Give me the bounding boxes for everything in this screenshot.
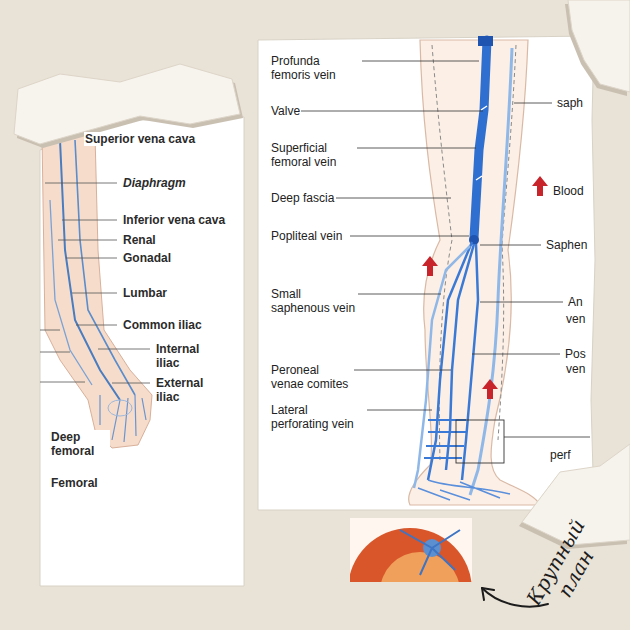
leader-lines-part (40, 382, 85, 383)
body-figure-part (50, 200, 92, 385)
handwritten-note: Крупный план (521, 512, 612, 623)
leader-lines-part (300, 111, 483, 112)
leg-figure-part (478, 36, 493, 46)
leg-figure-part (414, 246, 470, 488)
right-panel-part (258, 36, 595, 510)
leader-lines-part (472, 354, 560, 355)
cut-label: Pos (564, 347, 587, 361)
body-figure-part (60, 140, 120, 400)
leader-lines-part (40, 330, 60, 331)
vessel-label: Inferior vena cava (122, 213, 226, 227)
left-panel-part (40, 117, 244, 586)
vessel-label: Peroneal venae comites (270, 363, 354, 391)
flow-arrows (422, 176, 548, 399)
vessel-label: Femoral (50, 476, 99, 490)
vessel-label: Internal iliac (155, 342, 219, 370)
flow-arrows-part (532, 176, 548, 196)
leader-lines-part (336, 198, 451, 199)
cut-label: ven (565, 362, 586, 376)
leg-figure-part (424, 420, 466, 458)
leg-figure-part (432, 45, 452, 460)
vessel-label: Lateral perforating vein (270, 403, 367, 431)
leader-lines-part (514, 103, 552, 104)
cut-label: perf (549, 448, 572, 462)
cut-label: ven (565, 312, 586, 326)
leg-figure-part (409, 40, 540, 505)
leg-figure-part (474, 40, 487, 238)
leader-lines-part (480, 245, 541, 246)
pointer-arrow-part (482, 588, 494, 600)
vessel-label: Superficial femoral vein (270, 141, 357, 169)
leg-figure (409, 36, 540, 505)
cut-label: saph (556, 96, 584, 110)
structure-label: Valve (270, 104, 301, 118)
flow-arrows-part (422, 256, 438, 276)
vessel-label: Lumbar (122, 286, 168, 300)
structure-label: Diaphragm (122, 176, 187, 190)
vessel-label: Deep femoral (50, 430, 110, 458)
leader-lines-part (62, 220, 117, 221)
leader-lines-part (350, 236, 469, 237)
eye-fragment (350, 518, 472, 582)
torn-paper-part (568, 0, 630, 92)
flow-arrows-part (482, 379, 498, 399)
eye-fragment-part (380, 552, 460, 582)
vessel-label: Superior vena cava (84, 132, 196, 146)
leg-figure-part (462, 244, 478, 480)
leader-lines-part (480, 302, 563, 303)
leader-lines-part (76, 325, 117, 326)
body-figure-part (108, 400, 132, 416)
cut-label: An (567, 295, 584, 309)
leader-lines-part (504, 437, 590, 438)
vessel-label: External iliac (155, 376, 219, 404)
eye-fragment-part (350, 528, 472, 582)
leader-lines-part (45, 183, 117, 184)
vessel-label: Common iliac (122, 318, 203, 332)
leader-lines-part (72, 293, 117, 294)
torn-paper (565, 0, 630, 96)
torn-paper (14, 64, 243, 148)
leg-figure-part (418, 480, 510, 500)
leg-figure-part (446, 244, 474, 470)
leader-lines-part (58, 240, 117, 241)
vessel-label: Renal (122, 233, 157, 247)
leg-figure-part (476, 106, 487, 180)
leader-lines-part (112, 383, 150, 384)
eye-fragment-part (400, 530, 460, 575)
vessel-label: Gonadal (122, 251, 172, 265)
cut-label: Saphen (545, 238, 588, 252)
left-panel (40, 117, 244, 586)
leg-figure-part (456, 420, 504, 463)
leader-lines-part (66, 258, 117, 259)
cut-label: Blood (552, 184, 585, 198)
leader-lines-part (98, 349, 150, 350)
vessel-label: Profunda femoris vein (270, 54, 362, 82)
vessel-label: Small saphenous vein (270, 287, 358, 315)
leader-lines-part (40, 352, 70, 353)
right-panel (258, 36, 595, 510)
vessel-label: Popliteal vein (270, 229, 343, 243)
structure-label: Deep fascia (270, 191, 335, 205)
